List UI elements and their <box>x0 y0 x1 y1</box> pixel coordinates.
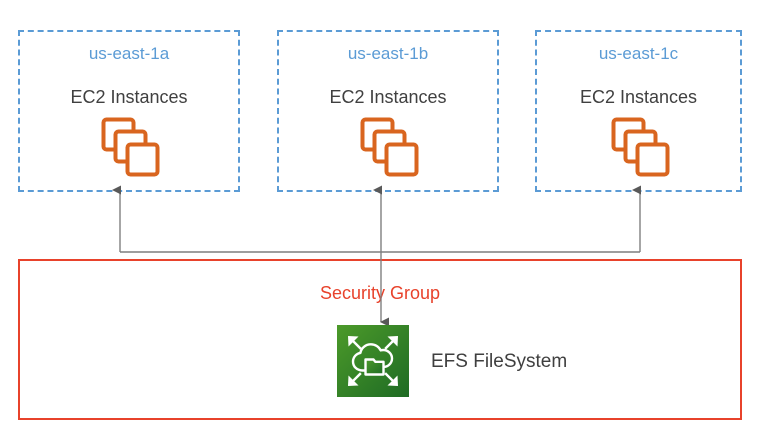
ec2-instances-label: EC2 Instances <box>329 87 447 107</box>
availability-zone-us-east-1c: us-east-1c EC2 Instances <box>535 30 742 192</box>
az-label: us-east-1a <box>88 44 170 63</box>
ec2-instances-label: EC2 Instances <box>70 87 188 107</box>
ec2-instances-icon <box>360 117 420 179</box>
efs-filesystem-label: EFS FileSystem <box>431 350 568 372</box>
efs-filesystem-group: EFS FileSystem <box>337 325 567 397</box>
availability-zone-us-east-1b: us-east-1b EC2 Instances <box>277 30 499 192</box>
ec2-instances-icon <box>611 117 671 179</box>
ec2-instances-icon <box>101 117 161 179</box>
ec2-instances-label: EC2 Instances <box>579 87 698 107</box>
security-group-label: Security Group <box>319 283 441 303</box>
az-label: us-east-1c <box>598 44 679 63</box>
efs-filesystem-icon <box>337 325 409 397</box>
az-label: us-east-1b <box>347 44 429 63</box>
availability-zone-us-east-1a: us-east-1a EC2 Instances <box>18 30 240 192</box>
